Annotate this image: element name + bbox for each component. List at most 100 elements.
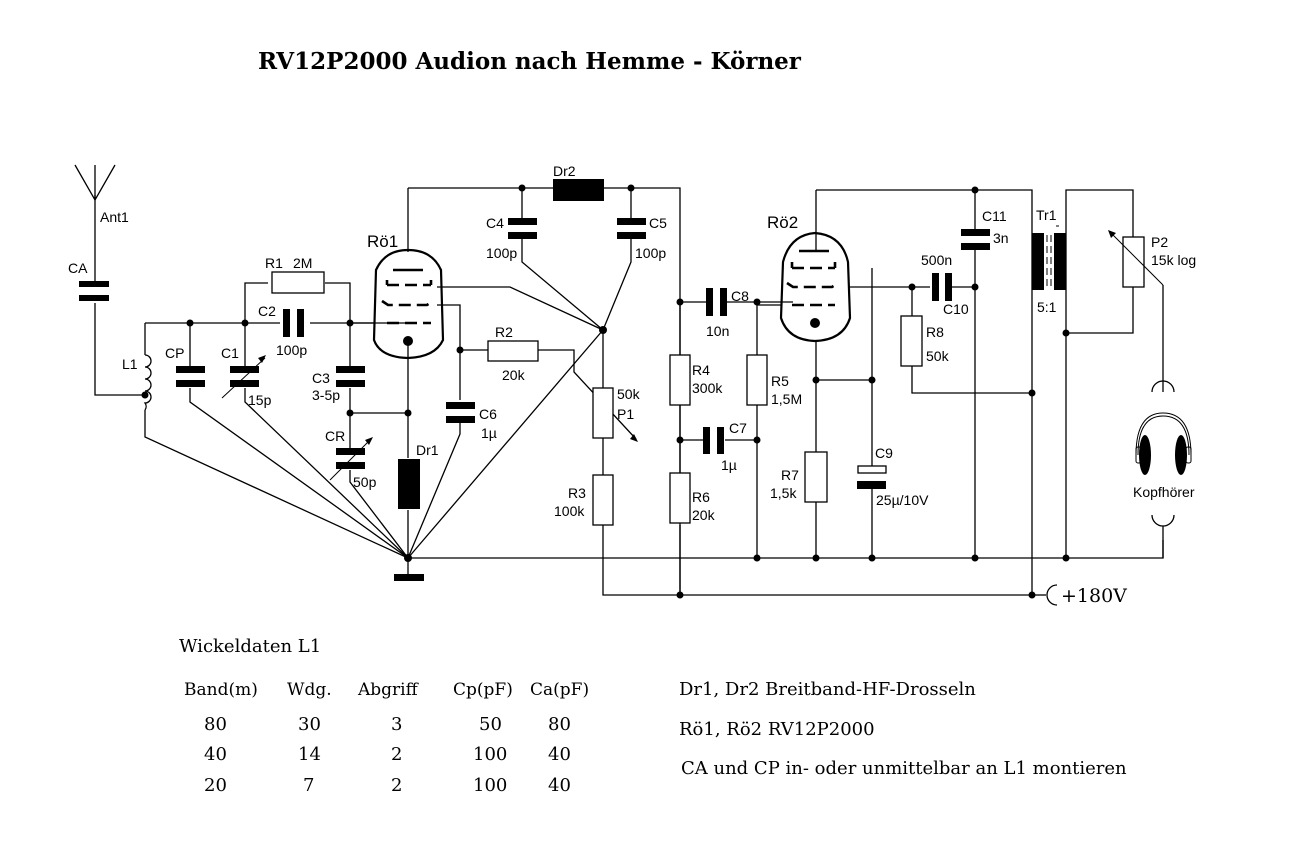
notes: Dr1, Dr2 Breitband-HF-Drosseln Rö1, Rö2 … — [679, 679, 1127, 779]
p2-label: P2 — [1151, 234, 1168, 250]
ground-icon — [394, 574, 424, 581]
r4-label: R4 — [692, 362, 710, 378]
header-cell: Band(m) — [184, 680, 258, 700]
tube-ro1 — [372, 248, 445, 360]
tr1-ratio: 5:1 — [1037, 299, 1057, 315]
winding-table: Wickeldaten L1 Band(m) Wdg. Abgriff Cp(p… — [179, 636, 589, 796]
cr-value: 50p — [353, 474, 377, 490]
capacitor-cp — [176, 366, 205, 387]
capacitor-c10 — [932, 273, 952, 301]
capacitor-c5 — [617, 218, 646, 239]
capacitor-c9-electrolytic — [857, 465, 887, 489]
c3-label: C3 — [312, 370, 330, 386]
c4-label: C4 — [486, 215, 504, 231]
ca-label: CA — [68, 260, 88, 276]
r5-label: R5 — [771, 373, 789, 389]
p1-label: P1 — [617, 406, 634, 422]
r6-value: 20k — [692, 507, 716, 523]
ro1-label: Rö1 — [367, 232, 398, 251]
c8-value: 10n — [706, 323, 729, 339]
headphones-label: Kopfhörer — [1133, 484, 1195, 500]
junctions — [141, 184, 1070, 599]
table-cell: 7 — [303, 775, 314, 796]
c5-value: 100p — [635, 245, 666, 261]
table-cell: 50 — [479, 714, 502, 735]
schematic-title: RV12P2000 Audion nach Hemme - Körner — [258, 48, 802, 75]
note-mounting: CA und CP in- oder unmittelbar an L1 mon… — [681, 758, 1127, 779]
capacitor-cr-variable — [329, 437, 373, 481]
table-cell: 40 — [548, 775, 571, 796]
table-cell: 2 — [391, 744, 402, 765]
cr-label: CR — [325, 428, 345, 444]
ant1-label: Ant1 — [100, 209, 129, 225]
c6-label: C6 — [479, 406, 497, 422]
c7-value: 1µ — [721, 457, 737, 473]
r7-value: 1,5k — [770, 485, 797, 501]
resistor-r1 — [271, 271, 325, 294]
c11-label: C11 — [982, 208, 1007, 224]
header-cell: Abgriff — [357, 680, 420, 700]
headphones-icon — [1135, 412, 1192, 475]
c3-value: 3-5p — [312, 387, 340, 403]
p1-value: 50k — [617, 386, 641, 402]
potentiometer-p2 — [1122, 236, 1145, 288]
capacitor-c1-variable — [221, 355, 266, 399]
resistor-r5 — [746, 354, 768, 406]
c9-label: C9 — [875, 445, 893, 461]
winding-table-header: Band(m) Wdg. Abgriff Cp(pF) Ca(pF) — [184, 680, 589, 700]
r2-value: 20k — [502, 367, 526, 383]
table-cell: 14 — [298, 744, 321, 765]
potentiometer-p1 — [592, 387, 614, 439]
p2-wiper — [1109, 231, 1164, 286]
c10-label: C10 — [943, 301, 969, 317]
resistor-r3 — [592, 474, 614, 526]
inductor-l1 — [143, 354, 152, 411]
c10-value: 500n — [921, 252, 952, 268]
tr1-label: Tr1 — [1036, 207, 1057, 223]
capacitor-c11 — [961, 229, 990, 250]
c1-value: 15p — [248, 392, 272, 408]
table-cell: 2 — [391, 775, 402, 796]
cp-label: CP — [165, 345, 184, 361]
r1-label: R1 — [265, 255, 283, 271]
resistor-r8 — [900, 315, 923, 367]
table-cell: 3 — [391, 714, 402, 735]
note-chokes: Dr1, Dr2 Breitband-HF-Drosseln — [679, 679, 976, 700]
table-cell: 30 — [298, 714, 321, 735]
winding-table-title: Wickeldaten L1 — [179, 636, 321, 657]
header-cell: Cp(pF) — [453, 680, 513, 700]
r3-label: R3 — [568, 485, 586, 501]
p2-wiper-arrow — [1108, 230, 1116, 238]
c1-label: C1 — [221, 345, 239, 361]
c5-label: C5 — [649, 215, 667, 231]
table-cell: 80 — [548, 714, 571, 735]
resistor-r7 — [804, 451, 828, 503]
capacitor-c8 — [706, 288, 727, 316]
table-cell: 100 — [473, 744, 507, 765]
capacitor-c6 — [446, 402, 475, 423]
r7-label: R7 — [781, 467, 799, 483]
headphone-jack-bottom — [1151, 514, 1175, 527]
c2-label: C2 — [258, 303, 276, 319]
transformer-tr1 — [1032, 225, 1066, 290]
r2-label: R2 — [495, 324, 513, 340]
table-row: 20 7 2 100 40 — [204, 775, 571, 796]
p2-value: 15k log — [1151, 252, 1196, 268]
r4-value: 300k — [692, 380, 723, 396]
c4-value: 100p — [486, 245, 517, 261]
capacitor-c2 — [280, 309, 310, 337]
dr2-label: Dr2 — [553, 163, 576, 179]
table-row: 40 14 2 100 40 — [204, 744, 571, 765]
note-tubes: Rö1, Rö2 RV12P2000 — [679, 719, 875, 740]
table-row: 80 30 3 50 80 — [204, 714, 571, 735]
supply-label: +180V — [1061, 585, 1127, 607]
capacitor-c3 — [336, 366, 365, 387]
r8-value: 50k — [926, 348, 950, 364]
r6-label: R6 — [692, 489, 710, 505]
headphone-jack-top — [1151, 380, 1175, 393]
header-cell: Ca(pF) — [530, 680, 589, 700]
r1-value: 2M — [293, 255, 312, 271]
r8-label: R8 — [926, 324, 944, 340]
tube-ro2 — [779, 231, 852, 343]
